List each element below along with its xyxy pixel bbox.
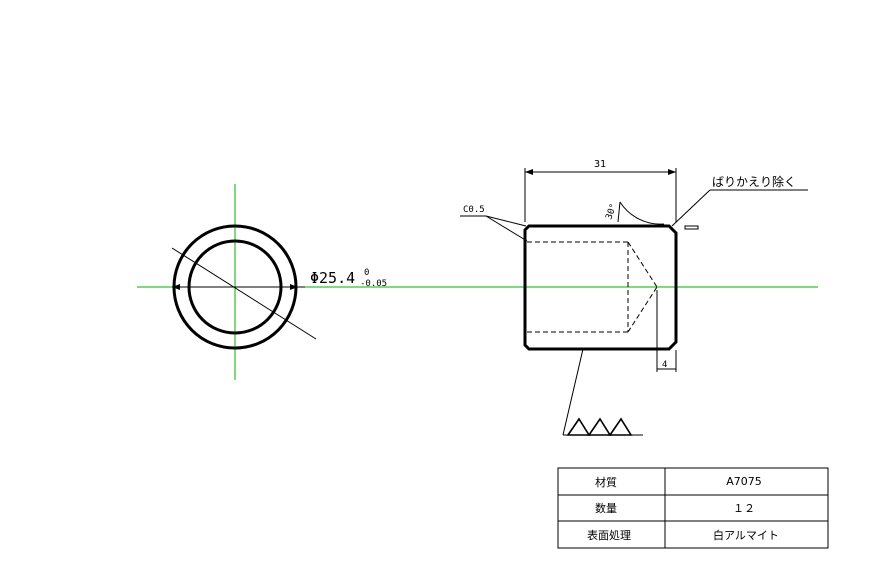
title-block: 材質 A7075 数量 １２ 表面処理 白アルマイト <box>557 467 829 549</box>
chamfer-leader-1 <box>485 215 527 227</box>
title-block-value-material: A7075 <box>726 475 762 488</box>
side-view-outline <box>523 224 678 351</box>
diameter-arrow-right <box>290 284 298 290</box>
length-arrow-left <box>525 169 533 175</box>
chamfer-leader-2 <box>485 215 528 242</box>
title-block-label-material: 材質 <box>595 475 617 489</box>
diameter-lower-tolerance: -0.05 <box>360 279 387 289</box>
hidden-bore <box>527 241 658 333</box>
length-arrow-right <box>668 169 676 175</box>
length-label: 31 <box>594 159 606 170</box>
title-block-label-surface: 表面処理 <box>587 528 631 542</box>
angle-line <box>617 201 621 223</box>
diameter-arrow-left <box>172 284 180 290</box>
deburr-marker <box>684 225 699 230</box>
deburr-note: ばりかえり除く <box>712 174 796 189</box>
finish-leader <box>562 348 584 436</box>
angle-label: 30° <box>604 202 619 221</box>
diameter-leader <box>171 247 317 340</box>
angle-arc <box>619 201 665 225</box>
side-view: 31 C0.5 30° ばりかえり除く 4 <box>460 159 808 436</box>
title-block-value-quantity: １２ <box>733 502 755 515</box>
title-block-label-quantity: 数量 <box>595 502 617 515</box>
deburr-leader <box>671 189 711 227</box>
diameter-upper-tolerance: 0 <box>364 268 369 278</box>
front-view: Φ25.4 0 -0.05 <box>171 224 387 350</box>
title-block-value-surface: 白アルマイト <box>713 528 779 542</box>
finish-triangles-icon <box>566 417 633 436</box>
diameter-label: Φ25.4 <box>310 269 355 287</box>
depth-label: 4 <box>662 360 667 370</box>
chamfer-label: C0.5 <box>463 205 485 215</box>
